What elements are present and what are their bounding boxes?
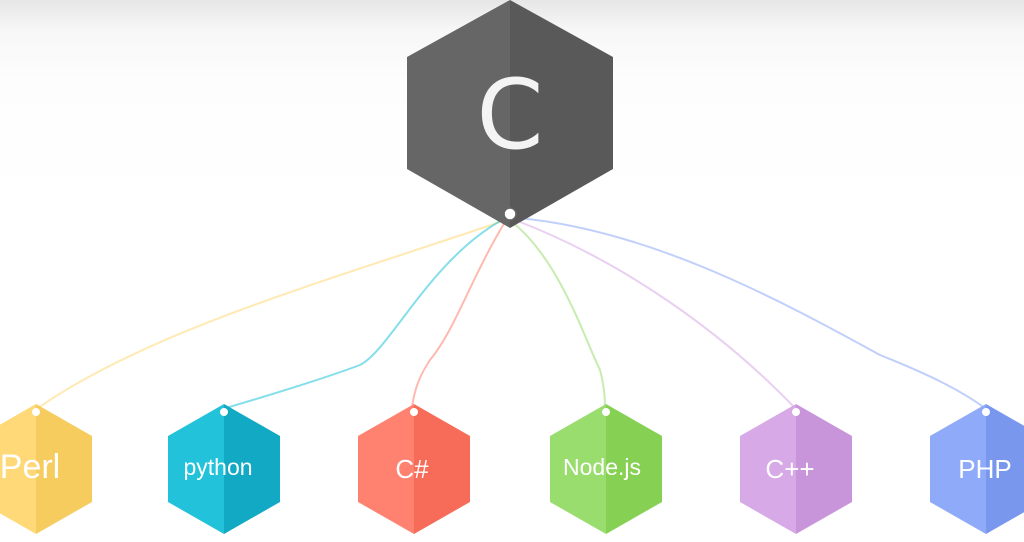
node-perl-hexagon-right [36,404,92,534]
root-anchor-dot [503,207,517,221]
node-python: python [168,404,280,534]
node-perl-label: Perl [0,448,60,486]
node-python-hexagon-left [168,404,224,534]
node-nodejs: Node.js [550,404,662,534]
node-nodejs-label: Node.js [563,454,641,480]
node-php-hexagon-left [930,404,986,534]
link-perl [37,221,501,409]
link-csharp [411,221,506,409]
node-nodejs-hexagon-left [550,404,606,534]
root-hexagon-right [510,0,613,228]
node-perl-anchor-dot [32,408,40,416]
node-php-hexagon-right [986,404,1024,534]
node-cpp-hexagon-left [740,404,796,534]
link-cpp [514,219,796,409]
root-node-c: C [407,0,613,228]
node-cpp: C++ [740,404,852,534]
node-perl-hexagon-left [0,404,36,534]
node-nodejs-hexagon-right [606,404,662,534]
link-php [517,217,986,409]
link-python [225,219,503,409]
node-python-label: python [183,454,252,480]
node-csharp-anchor-dot [410,408,418,416]
node-nodejs-anchor-dot [602,408,610,416]
root-hexagon-left [407,0,510,228]
node-php-anchor-dot [982,408,990,416]
child-nodes: Perl python C# Node.js [0,404,1024,534]
connection-lines [37,217,986,409]
node-python-hexagon-right [224,404,280,534]
root-label: C [476,59,543,171]
node-cpp-hexagon-right [796,404,852,534]
node-python-anchor-dot [220,408,228,416]
node-php: PHP [930,404,1024,534]
node-php-label: PHP [958,454,1011,484]
node-perl: Perl [0,404,92,534]
node-csharp-label: C# [395,454,429,484]
node-csharp: C# [358,404,470,534]
node-cpp-anchor-dot [792,408,800,416]
node-csharp-hexagon-right [414,404,470,534]
node-cpp-label: C++ [765,454,814,484]
node-csharp-hexagon-left [358,404,414,534]
link-nodejs [511,221,606,409]
